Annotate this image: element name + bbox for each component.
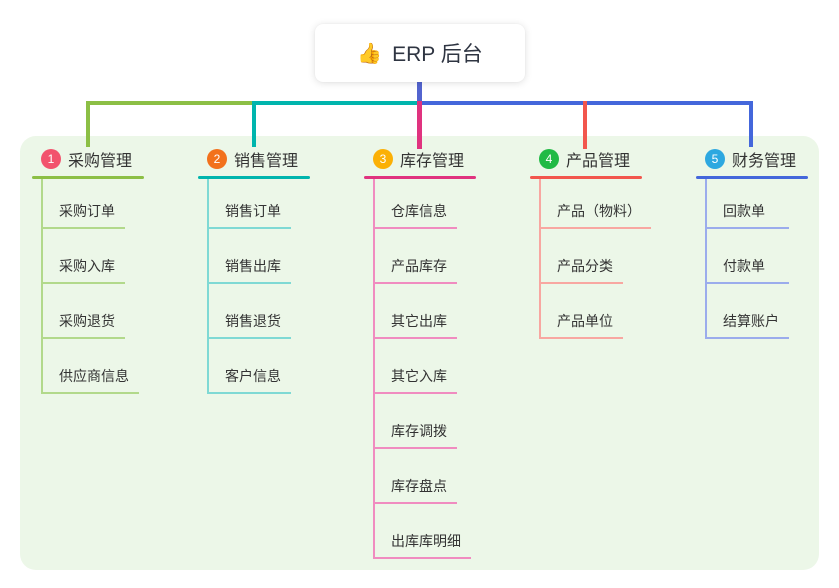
node-item[interactable]: 回款单 xyxy=(705,201,789,229)
node-item[interactable]: 产品（物料） xyxy=(539,201,651,229)
sub-connector-line xyxy=(539,179,541,339)
sub-connector-line xyxy=(207,179,209,394)
node-item[interactable]: 产品分类 xyxy=(539,256,623,284)
node-item[interactable]: 出库库明细 xyxy=(373,531,471,559)
branch-product-node[interactable]: 4 产品管理 xyxy=(530,147,630,171)
branch-purchase-node[interactable]: 1 采购管理 xyxy=(32,147,132,171)
node-item[interactable]: 其它入库 xyxy=(373,366,457,394)
node-item[interactable]: 结算账户 xyxy=(705,311,789,339)
branch-inventory-node[interactable]: 3 库存管理 xyxy=(364,147,464,171)
node-item[interactable]: 产品库存 xyxy=(373,256,457,284)
sub-connector-line xyxy=(705,179,707,339)
root-title: ERP 后台 xyxy=(392,43,483,66)
branch-title: 库存管理 xyxy=(400,153,465,170)
node-item[interactable]: 库存调拨 xyxy=(373,421,457,449)
node-item[interactable]: 其它出库 xyxy=(373,311,457,339)
badge-3: 3 xyxy=(373,149,393,169)
branches-panel xyxy=(20,136,819,570)
node-item[interactable]: 仓库信息 xyxy=(373,201,457,229)
connector-branch-1 xyxy=(86,101,254,105)
connector-branch-2-drop xyxy=(252,101,256,147)
branch-finance-node[interactable]: 5 财务管理 xyxy=(696,147,796,171)
badge-5: 5 xyxy=(705,149,725,169)
badge-2: 2 xyxy=(207,149,227,169)
branch-underline xyxy=(696,176,808,179)
connector-branch-1-drop xyxy=(86,101,90,147)
connector-root xyxy=(417,82,422,105)
badge-4: 4 xyxy=(539,149,559,169)
node-item[interactable]: 产品单位 xyxy=(539,311,623,339)
node-item[interactable]: 销售退货 xyxy=(207,311,291,339)
root-node[interactable]: 👍 ERP 后台 xyxy=(315,24,525,82)
branch-title: 采购管理 xyxy=(68,153,133,170)
branch-underline xyxy=(530,176,642,179)
node-item[interactable]: 采购入库 xyxy=(41,256,125,284)
connector-branch-3-drop xyxy=(417,101,422,149)
branch-underline xyxy=(198,176,310,179)
branch-title: 销售管理 xyxy=(234,153,299,170)
node-item[interactable]: 销售出库 xyxy=(207,256,291,284)
node-item[interactable]: 采购退货 xyxy=(41,311,125,339)
branch-underline xyxy=(32,176,144,179)
connector-branch-4-drop xyxy=(583,101,587,149)
sub-connector-line xyxy=(373,179,375,559)
node-item[interactable]: 客户信息 xyxy=(207,366,291,394)
branch-underline xyxy=(364,176,476,179)
branch-title: 产品管理 xyxy=(566,153,631,170)
branch-sales-node[interactable]: 2 销售管理 xyxy=(198,147,298,171)
node-item[interactable]: 库存盘点 xyxy=(373,476,457,504)
node-item[interactable]: 付款单 xyxy=(705,256,789,284)
connector-branch-5-drop xyxy=(749,101,753,147)
branch-title: 财务管理 xyxy=(732,153,797,170)
badge-1: 1 xyxy=(41,149,61,169)
sub-connector-line xyxy=(41,179,43,394)
node-item[interactable]: 采购订单 xyxy=(41,201,125,229)
node-item[interactable]: 供应商信息 xyxy=(41,366,139,394)
connector-branch-2 xyxy=(252,101,419,105)
node-item[interactable]: 销售订单 xyxy=(207,201,291,229)
thumbs-up-icon: 👍 xyxy=(357,42,383,65)
